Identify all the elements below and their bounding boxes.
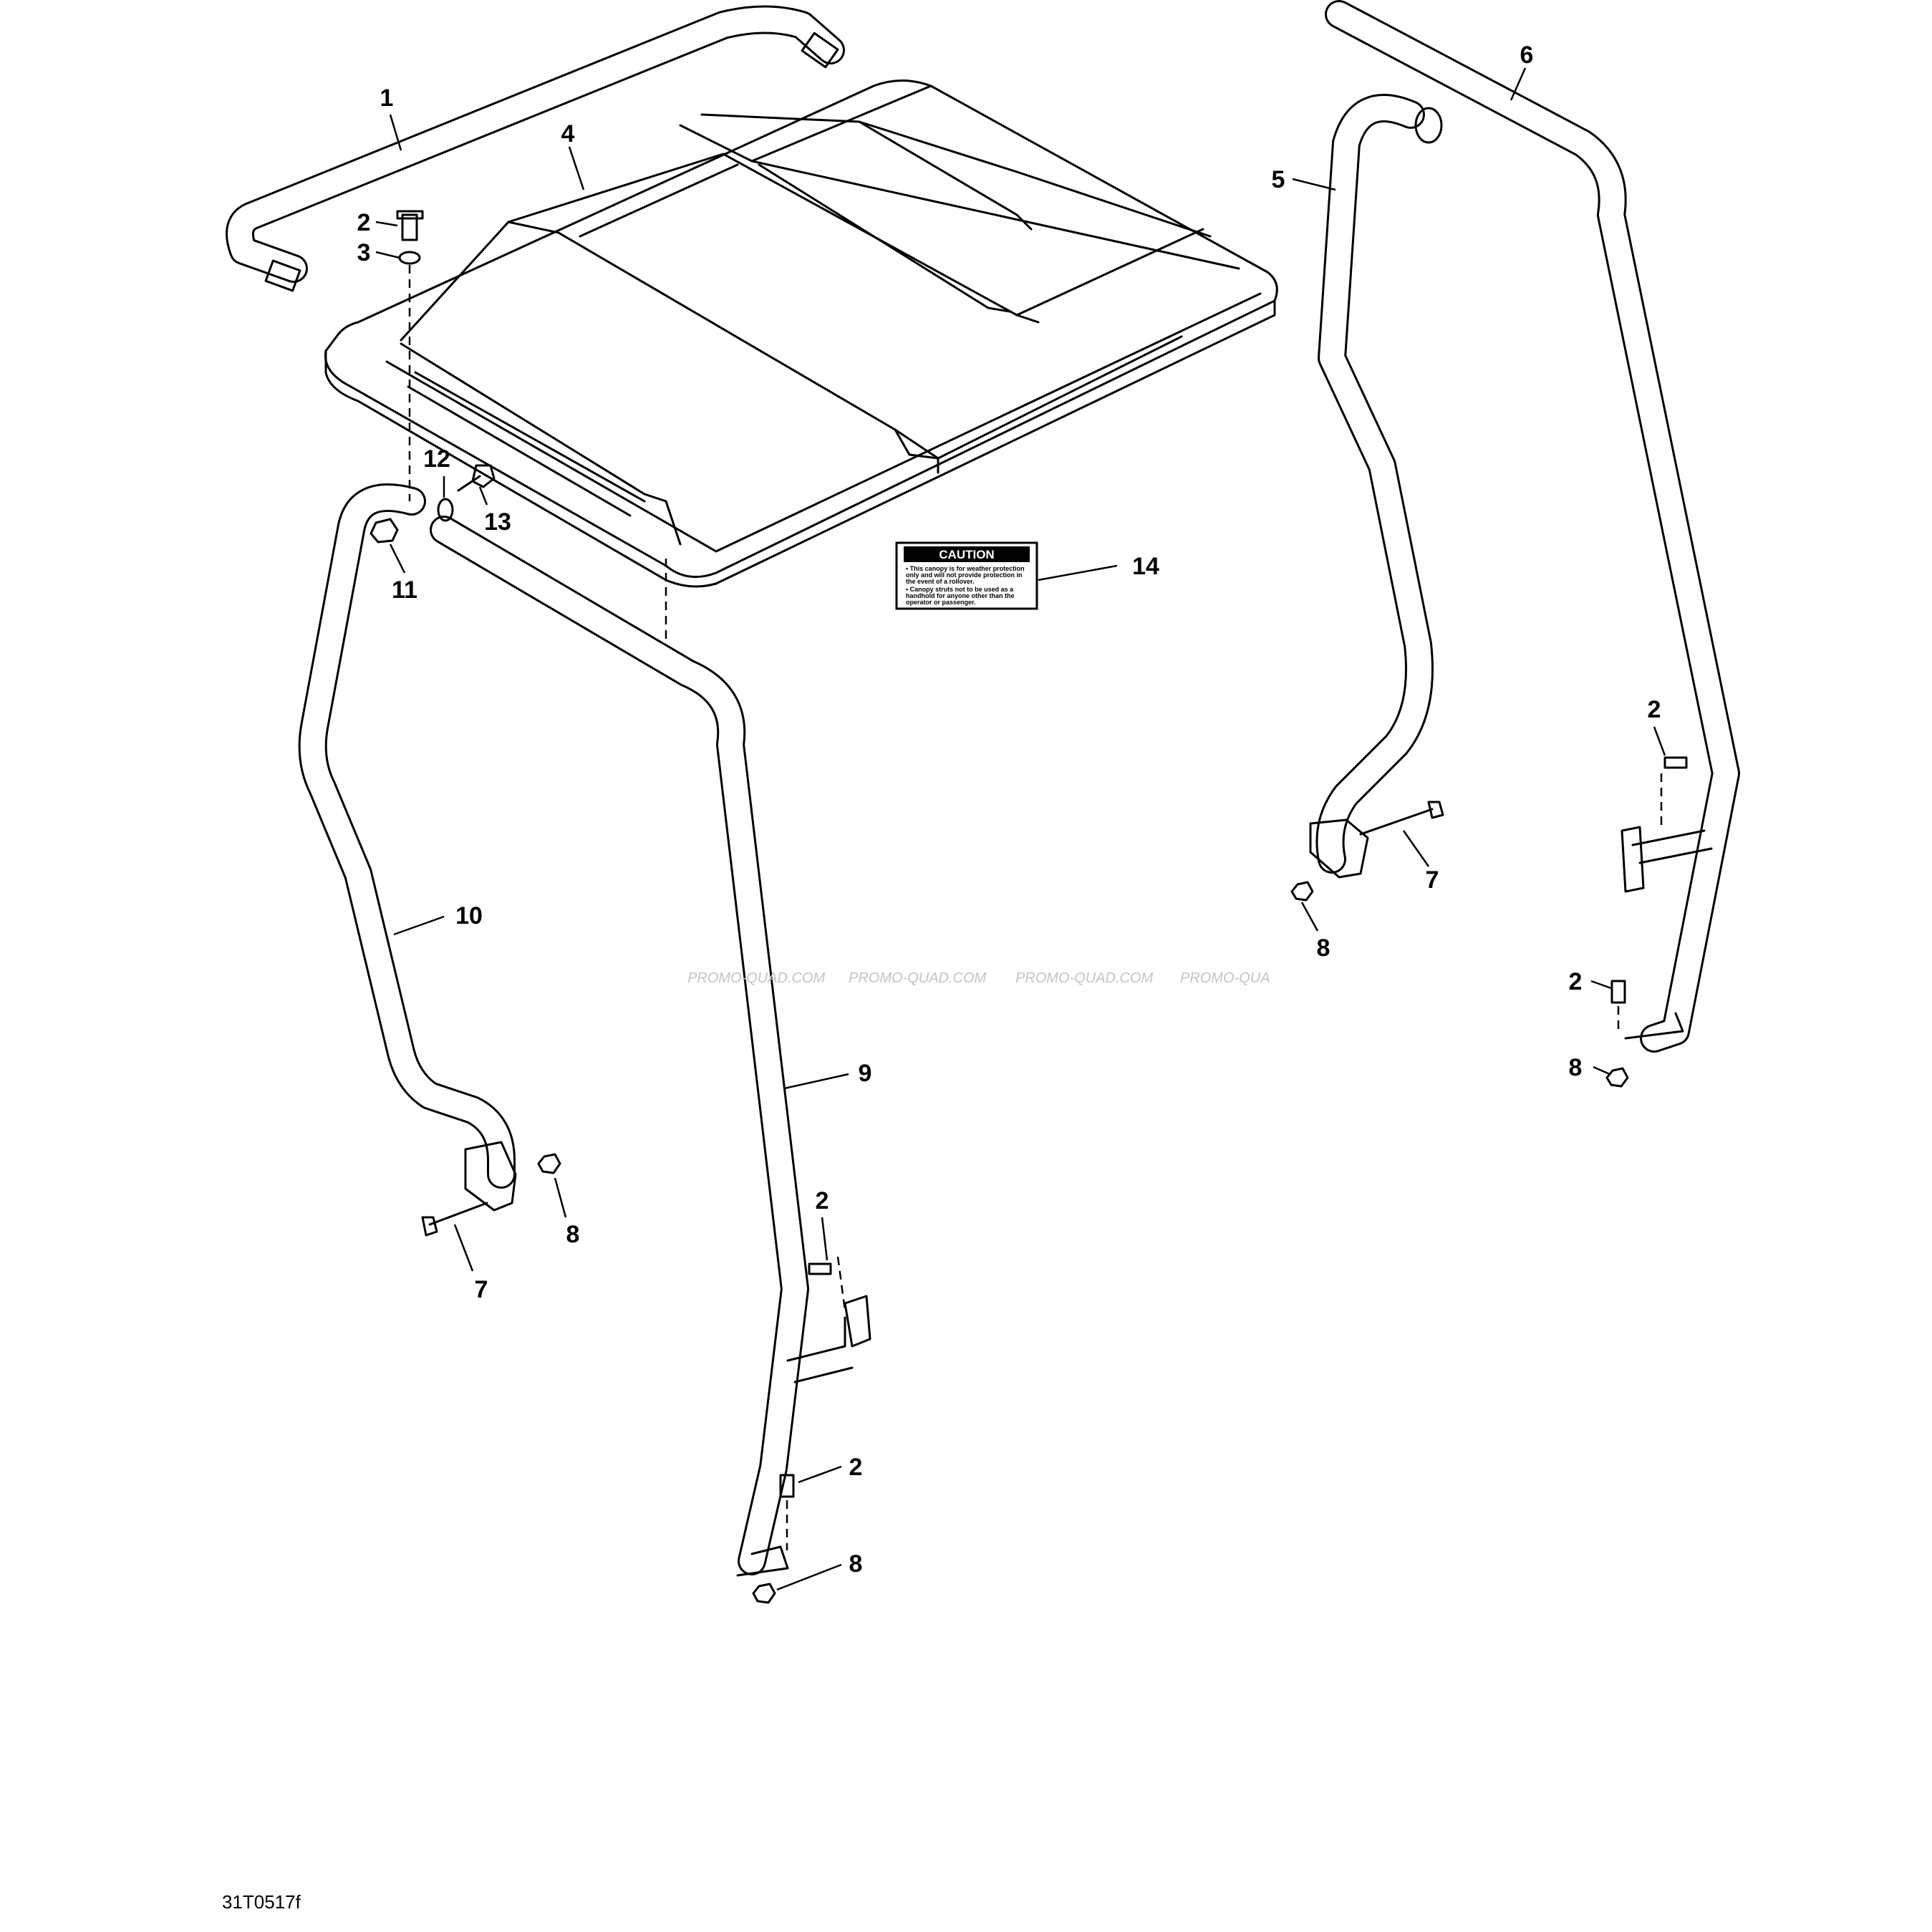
part-12-washer	[437, 498, 454, 522]
callout-14: 14	[1132, 553, 1159, 580]
part-14-caution-decal: CAUTION • This canopy is for weather pro…	[895, 541, 1038, 610]
callout-10: 10	[455, 902, 483, 929]
part-2-bolt-right-upper	[1660, 756, 1688, 831]
callout-13: 13	[484, 508, 511, 536]
callout-7-right: 7	[1426, 866, 1439, 894]
decal-line-1: • This canopy is for weather protection	[906, 565, 1025, 572]
part-13-bolt	[457, 464, 496, 492]
part-7-bolt-left	[421, 1202, 488, 1237]
part-5-rear-right-strut	[1309, 94, 1443, 879]
callout-3: 3	[357, 239, 371, 266]
callout-4: 4	[561, 120, 575, 148]
decal-line-6: operator or passenger.	[906, 599, 976, 606]
decal-line-2: only and will not provide protection in	[906, 571, 1023, 579]
callout-7-left: 7	[475, 1276, 488, 1303]
callout-9: 9	[859, 1060, 872, 1087]
part-1-front-bar	[226, 5, 845, 292]
callout-8-right: 8	[1317, 934, 1330, 962]
part-2-bolt-right-lower	[1610, 980, 1626, 1035]
callout-11: 11	[392, 576, 417, 604]
watermark: PROMO-QUAD.COM PROMO-QUAD.COM PROMO-QUAD…	[687, 970, 1270, 986]
decal-line-4: • Canopy struts not to be used as a	[906, 586, 1014, 593]
callout-2-mid: 2	[816, 1187, 829, 1214]
decal-heading: CAUTION	[939, 548, 994, 561]
callout-6: 6	[1520, 42, 1534, 69]
callout-2-right-lower: 2	[1569, 968, 1583, 995]
part-8-nut-right-lower	[1605, 1067, 1629, 1088]
callout-5: 5	[1272, 166, 1285, 193]
watermark-2: PROMO-QUAD.COM	[849, 970, 987, 986]
leader-lines	[375, 67, 1666, 1591]
callout-8-right-lower: 8	[1569, 1054, 1583, 1081]
part-7-bolt-right	[1359, 801, 1444, 836]
callout-2-bottom: 2	[849, 1454, 863, 1481]
part-8-nut-left	[537, 1153, 561, 1174]
part-2-bolt-bottom	[779, 1474, 795, 1550]
part-9-front-left-strut	[430, 516, 871, 1577]
watermark-4: PROMO-QUA	[1180, 970, 1270, 986]
watermark-1: PROMO-QUAD.COM	[687, 970, 826, 986]
callout-8-left: 8	[566, 1221, 580, 1248]
callouts: 1 2 3 4 5 6 2 7 8 2 8 12 13 11 14 10 9 2…	[357, 42, 1661, 1578]
callout-2-top: 2	[357, 209, 371, 236]
decal-line-3: the event of a rollover.	[906, 578, 975, 585]
part-2-bolt-mid	[808, 1256, 846, 1311]
part-6-front-right-strut	[1325, 0, 1740, 1053]
callout-8-bottom: 8	[849, 1550, 863, 1578]
figure-code: 31T0517f	[222, 1891, 301, 1913]
part-11-nut	[370, 518, 399, 544]
part-10-rear-left-strut	[298, 483, 517, 1212]
part-8-nut-bottom	[752, 1583, 776, 1604]
callout-2-right-upper: 2	[1648, 696, 1661, 723]
part-4-canopy-roof	[324, 79, 1278, 588]
callout-12: 12	[423, 445, 450, 473]
watermark-3: PROMO-QUAD.COM	[1015, 970, 1154, 986]
callout-1: 1	[380, 84, 394, 112]
decal-line-5: handhold for anyone other than the	[906, 592, 1015, 599]
part-8-nut-right	[1290, 881, 1314, 902]
